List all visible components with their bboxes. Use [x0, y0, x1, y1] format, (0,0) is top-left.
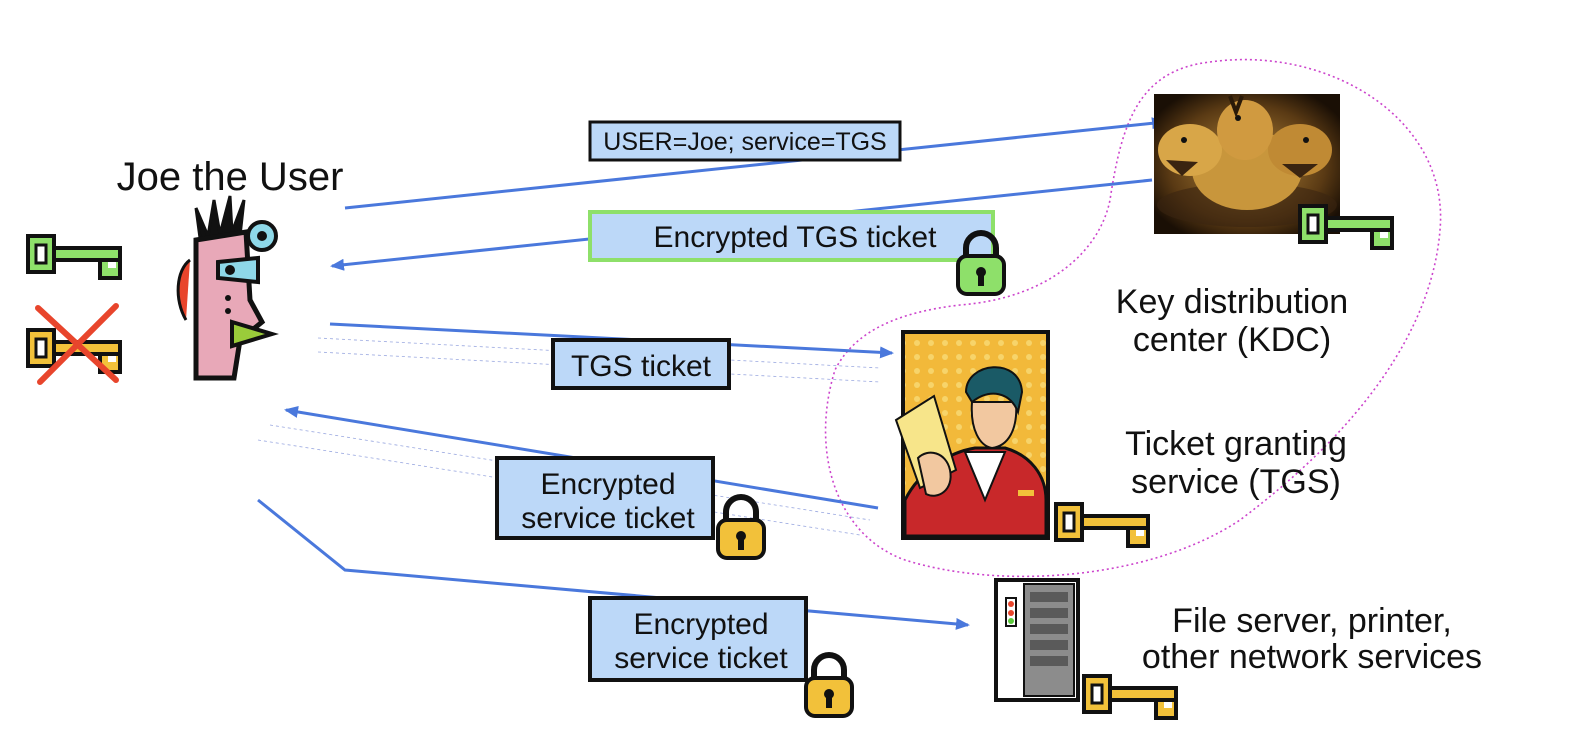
tgs-reply-message: Encrypted TGS ticket	[654, 221, 938, 254]
arrow-request	[344, 117, 1166, 210]
gold-key-icon	[1054, 502, 1150, 548]
request-message-box	[588, 120, 902, 162]
tgs-person-image	[894, 330, 1050, 540]
kdc-label-line2: center (KDC)	[1133, 321, 1331, 359]
tgs-ticket-message-box	[551, 338, 731, 390]
faint-guides	[257, 337, 881, 536]
gold-key-icon	[1082, 674, 1178, 720]
server-label-line2: other network services	[1142, 638, 1482, 676]
service-reply-message-line1: Encrypted	[540, 468, 675, 501]
service-reply-message-line2: service ticket	[521, 502, 695, 535]
lock-icon	[718, 497, 764, 558]
service-send-message-box	[588, 596, 808, 682]
green-key-icon	[26, 234, 122, 280]
request-message: USER=Joe; service=TGS	[603, 128, 886, 156]
service-reply-message-box	[495, 456, 715, 540]
tgs-label-line2: service (TGS)	[1131, 463, 1341, 501]
tgs-label-line1: Ticket granting	[1125, 425, 1347, 463]
tgs-reply-message-box	[588, 210, 995, 262]
green-key-icon	[1298, 204, 1394, 250]
service-send-message-line1: Encrypted	[633, 608, 768, 641]
cross-icon	[35, 303, 119, 385]
tgs-ticket-message: TGS ticket	[571, 350, 712, 383]
lock-icon	[806, 655, 852, 716]
kdc-label-line1: Key distribution	[1116, 283, 1348, 321]
service-send-message-line2: service ticket	[614, 642, 788, 675]
joe-face-image	[176, 195, 279, 381]
user-name-label: Joe the User	[117, 155, 344, 199]
server-icon	[994, 578, 1080, 702]
kdc-boundary	[824, 58, 1442, 578]
server-label-line1: File server, printer,	[1172, 602, 1452, 640]
